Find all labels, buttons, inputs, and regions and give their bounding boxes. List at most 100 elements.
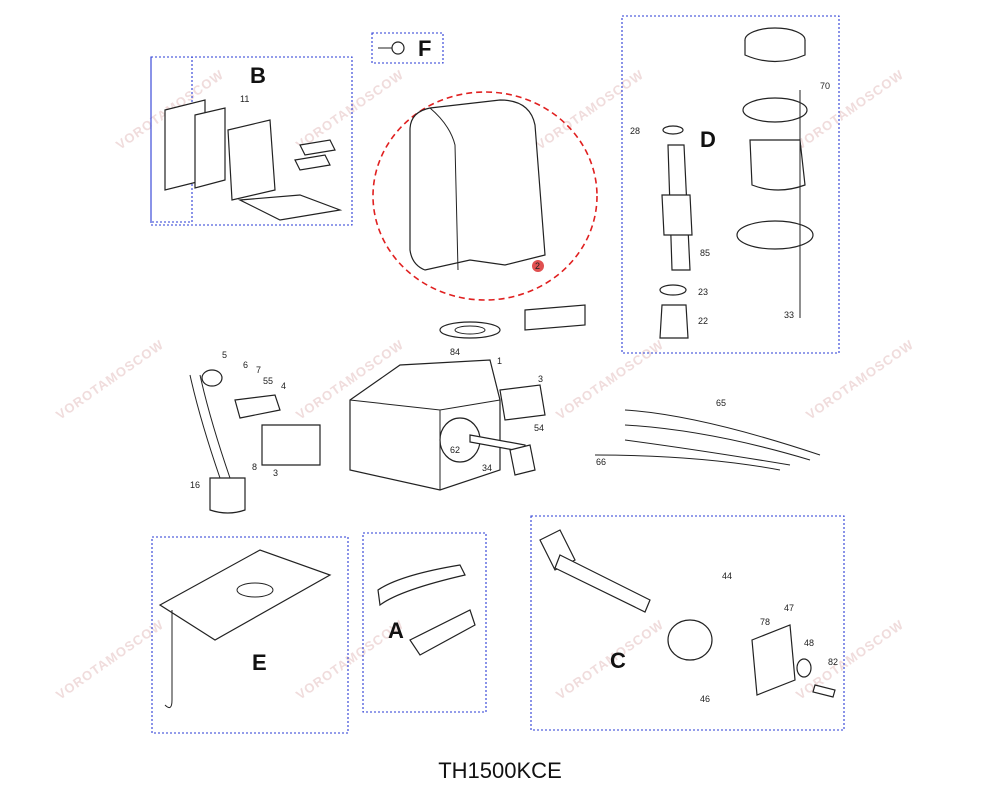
- watermark-text: VOROTAMOSCOW: [533, 67, 646, 153]
- group-e[interactable]: E: [151, 536, 349, 734]
- group-f-frame: [371, 32, 444, 64]
- group-b[interactable]: B 11: [150, 56, 353, 226]
- part-5: [201, 369, 223, 387]
- part-label-3b: 3: [273, 468, 278, 478]
- motor-flange: [736, 220, 814, 250]
- group-e-frame: [151, 536, 349, 734]
- fan-cover-body: [744, 40, 806, 63]
- bearing-23: [659, 284, 687, 296]
- gasket-84-hole: [454, 325, 486, 335]
- part-label-70: 70: [820, 81, 830, 91]
- group-a[interactable]: A: [362, 532, 487, 713]
- part-label-28: 28: [630, 126, 640, 136]
- motor-stator: [749, 139, 806, 191]
- part-label-6: 6: [243, 360, 248, 370]
- housing-edges: [349, 399, 501, 490]
- part-label-65: 65: [716, 398, 726, 408]
- part-label-8: 8: [252, 462, 257, 472]
- gearbox-assembly[interactable]: 84 1 3 62 34 54: [349, 304, 586, 491]
- cover-marker: [532, 260, 544, 272]
- part-label-1: 1: [497, 356, 502, 366]
- group-d-frame: [621, 15, 840, 354]
- foundation-plate[interactable]: [158, 549, 332, 641]
- part-label-16: 16: [190, 480, 200, 490]
- model-title: TH1500KCE: [438, 758, 562, 783]
- gear-housing-44: [667, 619, 713, 661]
- group-f-label: F: [418, 36, 431, 61]
- part-label-48: 48: [804, 638, 814, 648]
- part-label-85: 85: [700, 248, 710, 258]
- part-label-55: 55: [263, 376, 273, 386]
- cover-highlight-circle: [372, 91, 598, 301]
- worm-gear: [661, 194, 693, 236]
- group-c-frame: [530, 515, 845, 731]
- gearbox-housing[interactable]: [349, 359, 501, 491]
- part-label-11: 11: [240, 94, 249, 104]
- part-label-7: 7: [256, 365, 261, 375]
- part-label-46: 46: [700, 694, 710, 704]
- part-label-84: 84: [450, 347, 460, 357]
- watermark-text: VOROTAMOSCOW: [803, 337, 916, 423]
- motor-end-cap: [742, 97, 808, 123]
- part-label-54: 54: [534, 423, 544, 433]
- cable-1: [624, 409, 821, 456]
- part-label-62: 62: [450, 445, 460, 455]
- capacitor-assembly[interactable]: 5 6 7 55 4 8 3 16: [189, 350, 321, 514]
- part-label-66: 66: [596, 457, 606, 467]
- anchor-bolt: [164, 610, 173, 709]
- washer-28: [662, 125, 684, 135]
- terminal-block: [524, 304, 586, 331]
- group-a-frame: [362, 532, 487, 713]
- group-b-inner-frame: [150, 56, 193, 223]
- bracket-base: [237, 194, 343, 221]
- part-label-3a: 3: [538, 374, 543, 384]
- washer-48: [796, 658, 812, 678]
- gasket-84: [439, 321, 501, 339]
- group-d-label: D: [700, 127, 716, 152]
- part-label-44: 44: [722, 571, 732, 581]
- group-e-label: E: [252, 650, 267, 675]
- group-f[interactable]: F: [371, 32, 444, 64]
- watermark-text: VOROTAMOSCOW: [553, 337, 666, 423]
- capacitor-16[interactable]: [209, 477, 246, 514]
- bolt-82: [812, 684, 836, 698]
- part-label-82: 82: [828, 657, 838, 667]
- output-shaft: [554, 554, 651, 613]
- part-label-34: 34: [482, 463, 492, 473]
- motor-cover[interactable]: [409, 99, 546, 271]
- cam-switch-2: [294, 154, 331, 171]
- cable-2: [624, 424, 811, 461]
- bearing-22: [659, 304, 689, 339]
- watermark-text: VOROTAMOSCOW: [53, 617, 166, 703]
- group-b-label: B: [250, 63, 266, 88]
- control-board: [194, 107, 226, 189]
- cable-set[interactable]: 65 66: [594, 398, 821, 471]
- part-label-5: 5: [222, 350, 227, 360]
- group-c-label: C: [610, 648, 626, 673]
- part-label-78: 78: [760, 617, 770, 627]
- bracket-4: [234, 394, 281, 419]
- part-label-2: 2: [535, 261, 540, 271]
- cover-assembly[interactable]: 2: [372, 91, 598, 301]
- group-d[interactable]: D 70 28 85 23 22 33: [621, 15, 840, 354]
- cam-switch: [299, 139, 336, 156]
- part-label-4: 4: [281, 381, 286, 391]
- capacitor-wires: [189, 374, 231, 479]
- watermark-text: VOROTAMOSCOW: [293, 67, 406, 153]
- cable-4: [594, 454, 781, 471]
- bracket-3: [499, 384, 546, 421]
- release-handle-lower: [409, 609, 476, 656]
- key-icon: [391, 41, 405, 55]
- gear-47: [751, 624, 796, 696]
- cover-plate-3: [261, 424, 321, 466]
- part-label-47: 47: [784, 603, 794, 613]
- cable-3: [624, 439, 791, 466]
- mounting-bracket: [227, 119, 276, 201]
- part-label-22: 22: [698, 316, 708, 326]
- release-handle-upper: [377, 564, 466, 607]
- watermark-text: VOROTAMOSCOW: [53, 337, 166, 423]
- part-label-23: 23: [698, 287, 708, 297]
- group-c[interactable]: C 44 47 78 48 82 46: [530, 515, 845, 731]
